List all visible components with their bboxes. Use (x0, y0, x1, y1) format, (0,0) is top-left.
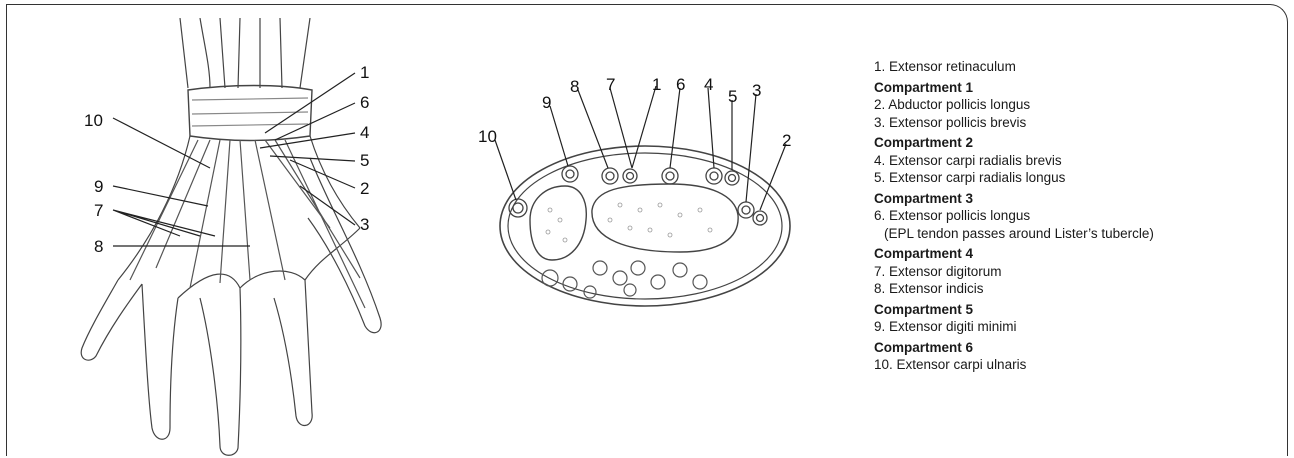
hand-label-1: 1 (360, 63, 369, 82)
legend-item: 10. Extensor carpi ulnaris (874, 356, 1274, 374)
hand-label-6: 6 (360, 93, 369, 112)
hand-label-5: 5 (360, 151, 369, 170)
legend-item: 8. Extensor indicis (874, 280, 1274, 298)
section-label-5: 5 (728, 87, 737, 106)
hand-illustration: 1 6 4 5 2 3 10 9 7 8 (60, 18, 400, 458)
legend-item: 4. Extensor carpi radialis brevis (874, 152, 1274, 170)
section-label-6: 6 (676, 75, 685, 94)
section-label-2: 2 (782, 131, 791, 150)
compartment-6-heading: Compartment 6 (874, 339, 1274, 357)
hand-label-2: 2 (360, 179, 369, 198)
section-label-9: 9 (542, 93, 551, 112)
legend: 1. Extensor retinaculum Compartment 1 2.… (874, 58, 1274, 374)
legend-item: 6. Extensor pollicis longus (874, 207, 1274, 225)
section-label-1: 1 (652, 75, 661, 94)
compartment-5-heading: Compartment 5 (874, 301, 1274, 319)
compartment-4-heading: Compartment 4 (874, 245, 1274, 263)
hand-label-7: 7 (94, 201, 103, 220)
legend-item-retinaculum: 1. Extensor retinaculum (874, 58, 1274, 76)
compartment-3-heading: Compartment 3 (874, 190, 1274, 208)
legend-note: (EPL tendon passes around Lister’s tuber… (874, 225, 1274, 243)
section-label-8: 8 (570, 77, 579, 96)
legend-item: 5. Extensor carpi radialis longus (874, 169, 1274, 187)
legend-item: 9. Extensor digiti minimi (874, 318, 1274, 336)
hand-label-9: 9 (94, 177, 103, 196)
cross-section-illustration: 10 9 8 7 1 6 4 5 3 2 (470, 60, 810, 320)
legend-item: 7. Extensor digitorum (874, 263, 1274, 281)
compartment-1-heading: Compartment 1 (874, 79, 1274, 97)
hand-label-3: 3 (360, 215, 369, 234)
hand-label-10: 10 (84, 111, 103, 130)
compartment-2-heading: Compartment 2 (874, 134, 1274, 152)
legend-item: 3. Extensor pollicis brevis (874, 114, 1274, 132)
legend-item: 2. Abductor pollicis longus (874, 96, 1274, 114)
section-label-4: 4 (704, 75, 713, 94)
section-label-10: 10 (478, 127, 497, 146)
hand-label-8: 8 (94, 237, 103, 256)
section-label-7: 7 (606, 75, 615, 94)
section-label-3: 3 (752, 81, 761, 100)
hand-label-4: 4 (360, 123, 369, 142)
